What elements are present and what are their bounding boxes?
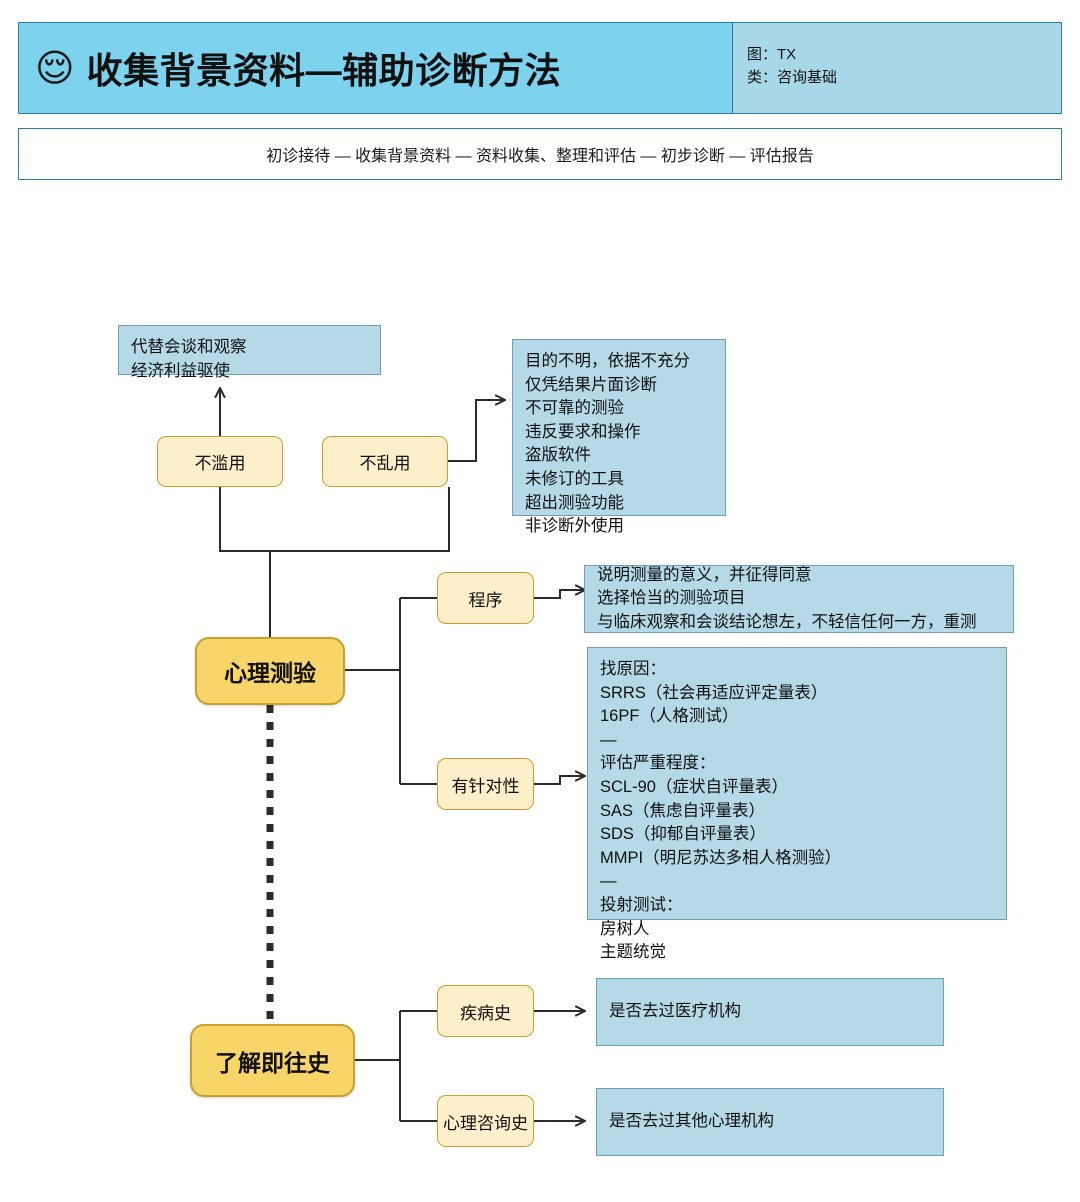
breadcrumb: 初诊接待 — 收集背景资料 — 资料收集、整理和评估 — 初步诊断 — 评估报告 — [18, 128, 1062, 180]
node-counseling-history[interactable]: 心理咨询史 — [437, 1095, 534, 1147]
node-procedure[interactable]: 程序 — [437, 572, 534, 624]
header-band: 😌 收集背景资料—辅助诊断方法 图：TX 类：咨询基础 — [18, 22, 1062, 114]
node-targeted[interactable]: 有针对性 — [437, 758, 534, 810]
panel-counseling-history-question: 是否去过其他心理机构 — [596, 1088, 944, 1156]
meta-chart-label: 图：TX — [747, 46, 797, 63]
breadcrumb-text: 初诊接待 — 收集背景资料 — 资料收集、整理和评估 — 初步诊断 — 评估报告 — [266, 148, 814, 165]
node-illness-history[interactable]: 疾病史 — [437, 985, 534, 1037]
node-no-overuse[interactable]: 不滥用 — [157, 436, 283, 487]
node-past-history[interactable]: 了解即往史 — [190, 1024, 355, 1097]
node-psychological-test[interactable]: 心理测验 — [195, 637, 345, 705]
panel-abuse-symptoms: 目的不明，依据不充分 仅凭结果片面诊断 不可靠的测验 违反要求和操作 盗版软件 … — [512, 339, 726, 535]
header-meta-cell: 图：TX 类：咨询基础 — [733, 23, 1061, 113]
page-title: 收集背景资料—辅助诊断方法 — [86, 50, 562, 91]
panel-procedure-steps: 说明测量的意义，并征得同意 选择恰当的测验项目 与临床观察和会谈结论想左，不轻信… — [584, 565, 1014, 633]
meta-category-label: 类：咨询基础 — [747, 69, 838, 87]
panel-misuse-reasons: 代替会谈和观察 经济利益驱使 — [118, 325, 381, 380]
panel-illness-history-question: 是否去过医疗机构 — [596, 978, 944, 1046]
panel-scales-list: 找原因： SRRS（社会再适应评定量表） 16PF（人格测试） — 评估严重程度… — [587, 647, 1007, 985]
header-title-cell: 😌 收集背景资料—辅助诊断方法 — [19, 23, 733, 113]
node-no-misuse[interactable]: 不乱用 — [322, 436, 448, 487]
relieved-face-icon: 😌 — [35, 46, 75, 90]
